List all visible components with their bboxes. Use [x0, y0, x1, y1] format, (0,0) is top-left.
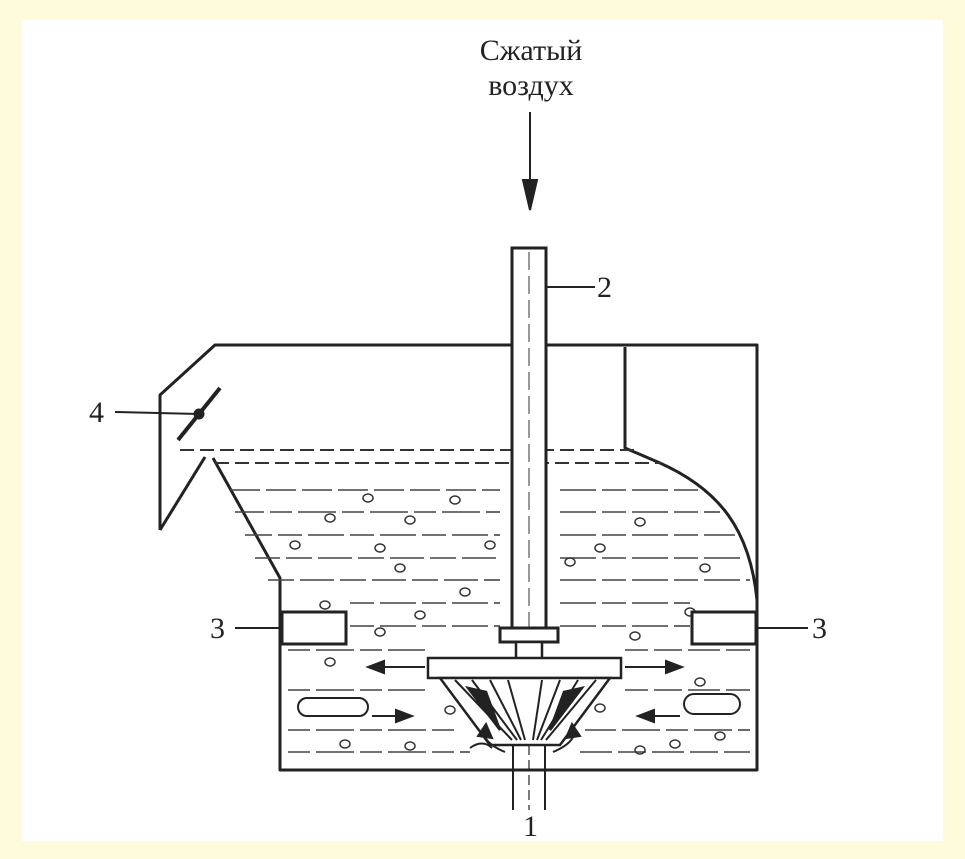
bubble [634, 745, 646, 755]
bubble [594, 703, 606, 713]
label-3-left: 3 [210, 612, 225, 645]
bubble [374, 627, 386, 637]
bubble [324, 513, 336, 523]
air-pipe [498, 246, 560, 662]
air-inlet-arrow [521, 112, 539, 211]
bubble [714, 731, 726, 741]
inlet-label-line2: воздух [488, 69, 574, 102]
bubble [319, 600, 331, 610]
bubble [414, 610, 426, 620]
stator-block-right [690, 610, 758, 646]
label-2: 2 [597, 271, 612, 304]
impeller [426, 656, 623, 747]
bubble [459, 587, 471, 597]
bubble [362, 493, 374, 503]
bubble [449, 495, 461, 505]
bubble [634, 517, 646, 527]
shaft-axis [512, 745, 546, 810]
tank-outline [158, 343, 759, 772]
bubble [484, 540, 496, 550]
label-1: 1 [523, 810, 538, 843]
liquid-surface [180, 449, 660, 464]
bubble [394, 563, 406, 573]
inlet-label-line1: Сжатый [480, 34, 583, 67]
bubble [699, 563, 711, 573]
bubble [289, 540, 301, 550]
bubble [694, 677, 706, 687]
bubble [339, 739, 351, 749]
bubble [594, 543, 606, 553]
label-3-right: 3 [812, 612, 827, 645]
bubble [669, 739, 681, 749]
leader-lines [114, 286, 808, 629]
circulation-loops [297, 693, 741, 717]
bubble [374, 543, 386, 553]
liquid-hatching [230, 489, 750, 753]
bubble [444, 705, 456, 715]
bubble [404, 741, 416, 751]
bubble [564, 557, 576, 567]
flow-arrows [365, 659, 685, 753]
stator-block-left [280, 610, 348, 646]
bubble [629, 631, 641, 641]
bubble [324, 657, 336, 667]
bubble [404, 515, 416, 525]
label-4: 4 [89, 396, 104, 429]
